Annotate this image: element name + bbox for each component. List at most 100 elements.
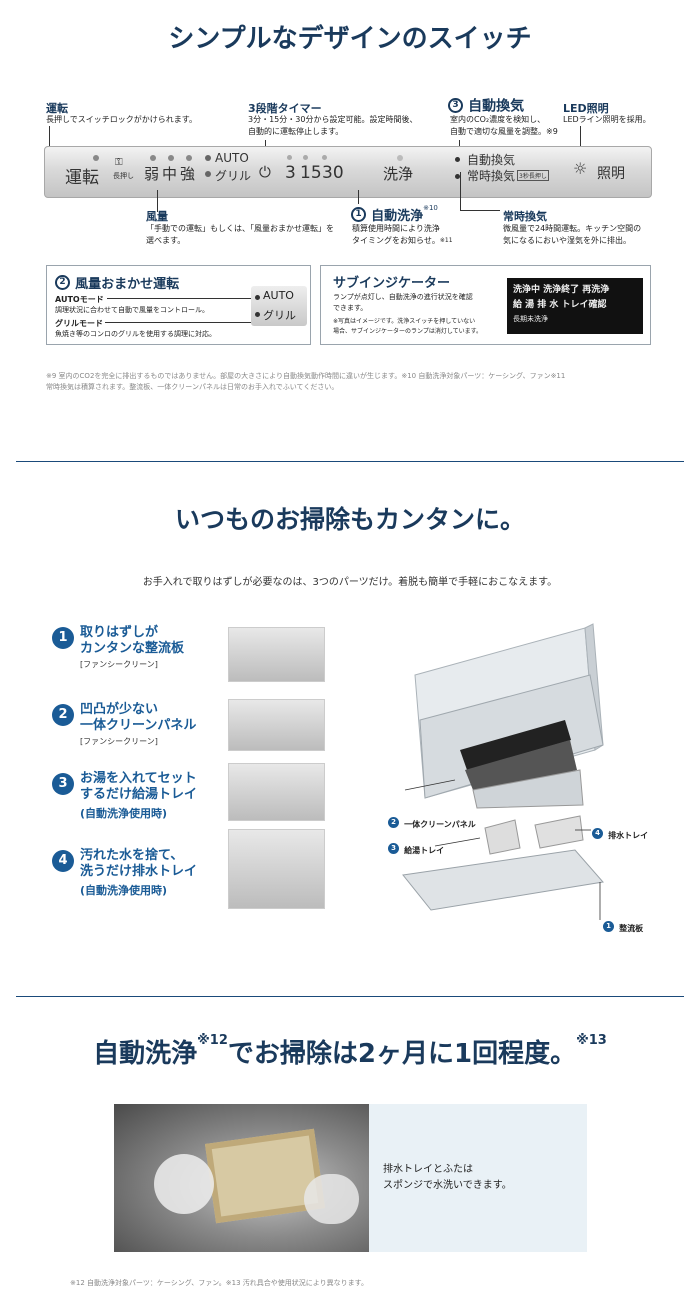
control-panel: 運転 長押し ⚿ 弱 中 強 AUTO グリル ⏻ 3 15 30 洗浄 自動換… bbox=[44, 146, 652, 198]
furyo-desc-1: 「手動での運転」もしくは、「風量おまかせ運転」を bbox=[146, 224, 334, 233]
panel-nagaoshi: 長押し bbox=[113, 172, 134, 180]
panel-joji-button[interactable]: 常時換気 bbox=[467, 169, 516, 183]
part-1-sub: [ファンシークリーン] bbox=[80, 660, 158, 669]
label-haisui-tray: 4 排水トレイ bbox=[592, 823, 648, 842]
section3-title-a: 自動洗浄 bbox=[93, 1039, 198, 1069]
part-1-number: 1 bbox=[52, 627, 74, 649]
joji-kanki-desc-2: 気になるにおいや湿気を外に排出。 bbox=[503, 236, 631, 245]
sub-indicator-display: 洗浄中 洗浄終了 再洗浄 給 湯 排 水 トレイ確認 長期未洗浄 bbox=[507, 278, 643, 334]
part-4-sub: (自動洗浄使用時) bbox=[80, 884, 168, 897]
divider-1 bbox=[16, 461, 684, 462]
section3-title: 自動洗浄※12でお掃除は2ヶ月に1回程度。※13 bbox=[0, 1033, 700, 1070]
part-3-line2: するだけ給湯トレイ bbox=[80, 787, 198, 802]
led-desc: LEDライン照明を採用。 bbox=[563, 115, 651, 124]
part-2-photo bbox=[228, 699, 325, 751]
auto-kanki-label: 自動換気 bbox=[468, 98, 525, 115]
part-3-photo bbox=[228, 763, 325, 821]
section3-sup-2: ※13 bbox=[576, 1033, 607, 1048]
sub-indicator-note-1: ※写真はイメージです。洗浄スイッチを押していない bbox=[333, 318, 476, 325]
part-4-line2: 洗うだけ排水トレイ bbox=[80, 864, 198, 879]
panel-shomei-button[interactable]: 照明 bbox=[597, 166, 625, 182]
label-kyuto-tray-text: 給湯トレイ bbox=[404, 846, 445, 855]
panel-timer-15[interactable]: 15 bbox=[300, 163, 322, 183]
panel-unten-button[interactable]: 運転 bbox=[65, 168, 99, 188]
timer-icon[interactable]: ⏻ bbox=[259, 163, 271, 181]
panel-timer-30[interactable]: 30 bbox=[322, 163, 344, 183]
jido-senjo-desc-2: タイミングをお知らせ。 bbox=[352, 236, 440, 245]
part-4-line1: 汚れた水を捨て、 bbox=[80, 848, 184, 863]
key-icon: ⚿ bbox=[115, 157, 123, 168]
jido-senjo-desc-1: 積算使用時間により洗浄 bbox=[352, 224, 440, 233]
light-icon: ☼ bbox=[573, 159, 588, 178]
panel-jidokanki[interactable]: 自動換気 bbox=[467, 153, 516, 167]
panel-chu-button[interactable]: 中 bbox=[162, 165, 178, 183]
furyo-desc-2: 選べます。 bbox=[146, 236, 186, 245]
number-2-badge: 2 bbox=[55, 275, 70, 290]
jido-senjo-sup: ※10 bbox=[423, 204, 438, 212]
label-seiryuban: 1 整流板 bbox=[603, 916, 643, 935]
furyo-label: 風量 bbox=[146, 210, 168, 223]
section2-lead: お手入れで取りはずしが必要なのは、3つのパーツだけ。着脱も簡単で手軽におこなえま… bbox=[142, 577, 558, 588]
part-3-number: 3 bbox=[52, 773, 74, 795]
omakase-auto-button[interactable]: AUTO bbox=[263, 289, 294, 302]
indicator-row-2: 給 湯 排 水 トレイ確認 bbox=[513, 300, 607, 310]
part-2-line2: 一体クリーンパネル bbox=[80, 718, 197, 733]
panel-senjo-button[interactable]: 洗浄 bbox=[383, 165, 414, 183]
omakase-buttons-photo: AUTO グリル bbox=[251, 286, 307, 326]
number-1-badge: 1 bbox=[351, 207, 366, 222]
auto-mode-desc: 調理状況に合わせて自動で風量をコントロール。 bbox=[55, 306, 209, 314]
omakase-grill-button[interactable]: グリル bbox=[263, 309, 296, 322]
label-clean-panel: 2 一体クリーンパネル bbox=[388, 812, 476, 831]
part-3-line1: お湯を入れてセット bbox=[80, 771, 197, 786]
panel-jaku-button[interactable]: 弱 bbox=[144, 165, 160, 183]
unten-label: 運転 bbox=[46, 102, 68, 115]
label-seiryuban-text: 整流板 bbox=[619, 924, 644, 933]
part-1-line2: カンタンな整流板 bbox=[80, 641, 185, 656]
part-3-sub: (自動洗浄使用時) bbox=[80, 807, 168, 820]
caption-line-1: 排水トレイとふたは bbox=[383, 1164, 473, 1175]
auto-mode-label: AUTOモード bbox=[55, 295, 104, 304]
joji-kanki-label: 常時換気 bbox=[503, 210, 547, 223]
jido-senjo-heading: 1 自動洗浄※10 bbox=[351, 204, 438, 224]
panel-grill-button[interactable]: グリル bbox=[215, 169, 252, 183]
panel-timer-3[interactable]: 3 bbox=[285, 163, 296, 183]
part-4-number: 4 bbox=[52, 850, 74, 872]
grill-mode-desc: 魚焼き等のコンロのグリルを使用する調理に対応。 bbox=[55, 330, 216, 338]
label-clean-panel-text: 一体クリーンパネル bbox=[404, 820, 476, 829]
auto-kanki-desc-2: 自動で適切な風量を調整。※9 bbox=[450, 127, 558, 136]
timer-desc-2: 自動的に運転停止します。 bbox=[248, 127, 344, 136]
footnote-3: ※12 自動洗浄対象パーツ：ケーシング、ファン。※13 汚れ具合や使用状況により… bbox=[70, 1279, 368, 1287]
sub-indicator-desc-1: ランプが点灯し、自動洗浄の進行状況を確認 bbox=[333, 293, 473, 301]
panel-auto-button[interactable]: AUTO bbox=[215, 151, 249, 165]
label-haisui-tray-text: 排水トレイ bbox=[608, 831, 649, 840]
furyo-omakase-box: 2 風量おまかせ運転 AUTOモード 調理状況に合わせて自動で風量をコントロール… bbox=[46, 265, 311, 345]
footnote-2: 常時換気は積算されます。整流板、一体クリーンパネルは日常のお手入れでふいてくださ… bbox=[46, 383, 339, 391]
panel-joji-sub: 3秒長押し bbox=[517, 170, 549, 181]
auto-kanki-desc-1: 室内のCO₂濃度を検知し、 bbox=[450, 115, 546, 124]
sub-indicator-title: サブインジケーター bbox=[333, 276, 451, 291]
led-label: LED照明 bbox=[563, 102, 609, 115]
washing-tray-photo bbox=[114, 1104, 369, 1252]
range-hood-exploded-illustration bbox=[402, 623, 604, 920]
part-1-line1: 取りはずしが bbox=[80, 625, 159, 640]
jido-senjo-desc-sup: ※11 bbox=[439, 237, 453, 244]
furyo-omakase-title: 風量おまかせ運転 bbox=[75, 277, 180, 292]
timer-desc-1: 3分・15分・30分から設定可能。設定時間後、 bbox=[248, 115, 418, 124]
indicator-row-1: 洗浄中 洗浄終了 再洗浄 bbox=[513, 285, 610, 295]
part-4-photo bbox=[228, 829, 325, 909]
section2-title: いつものお掃除もカンタンに。 bbox=[174, 505, 525, 534]
panel-kyo-button[interactable]: 強 bbox=[180, 165, 196, 183]
section1-title: シンプルなデザインのスイッチ bbox=[168, 24, 532, 54]
auto-kanki-heading: 3 自動換気 bbox=[448, 95, 524, 116]
part-2-number: 2 bbox=[52, 704, 74, 726]
section3-title-b: でお掃除は2ヶ月に1回程度。 bbox=[227, 1039, 577, 1069]
unten-desc: 長押しでスイッチロックがかけられます。 bbox=[46, 115, 197, 124]
indicator-row-3: 長期未洗浄 bbox=[513, 315, 548, 323]
number-3-badge: 3 bbox=[448, 98, 463, 113]
caption-line-2: スポンジで水洗いできます。 bbox=[383, 1180, 512, 1191]
caption-panel: 排水トレイとふたは スポンジで水洗いできます。 bbox=[369, 1104, 587, 1252]
grill-mode-label: グリルモード bbox=[55, 319, 103, 328]
divider-2 bbox=[16, 996, 684, 997]
joji-kanki-desc-1: 微風量で24時間運転。キッチン空間の bbox=[503, 224, 642, 233]
sub-indicator-desc-2: できます。 bbox=[333, 304, 368, 312]
